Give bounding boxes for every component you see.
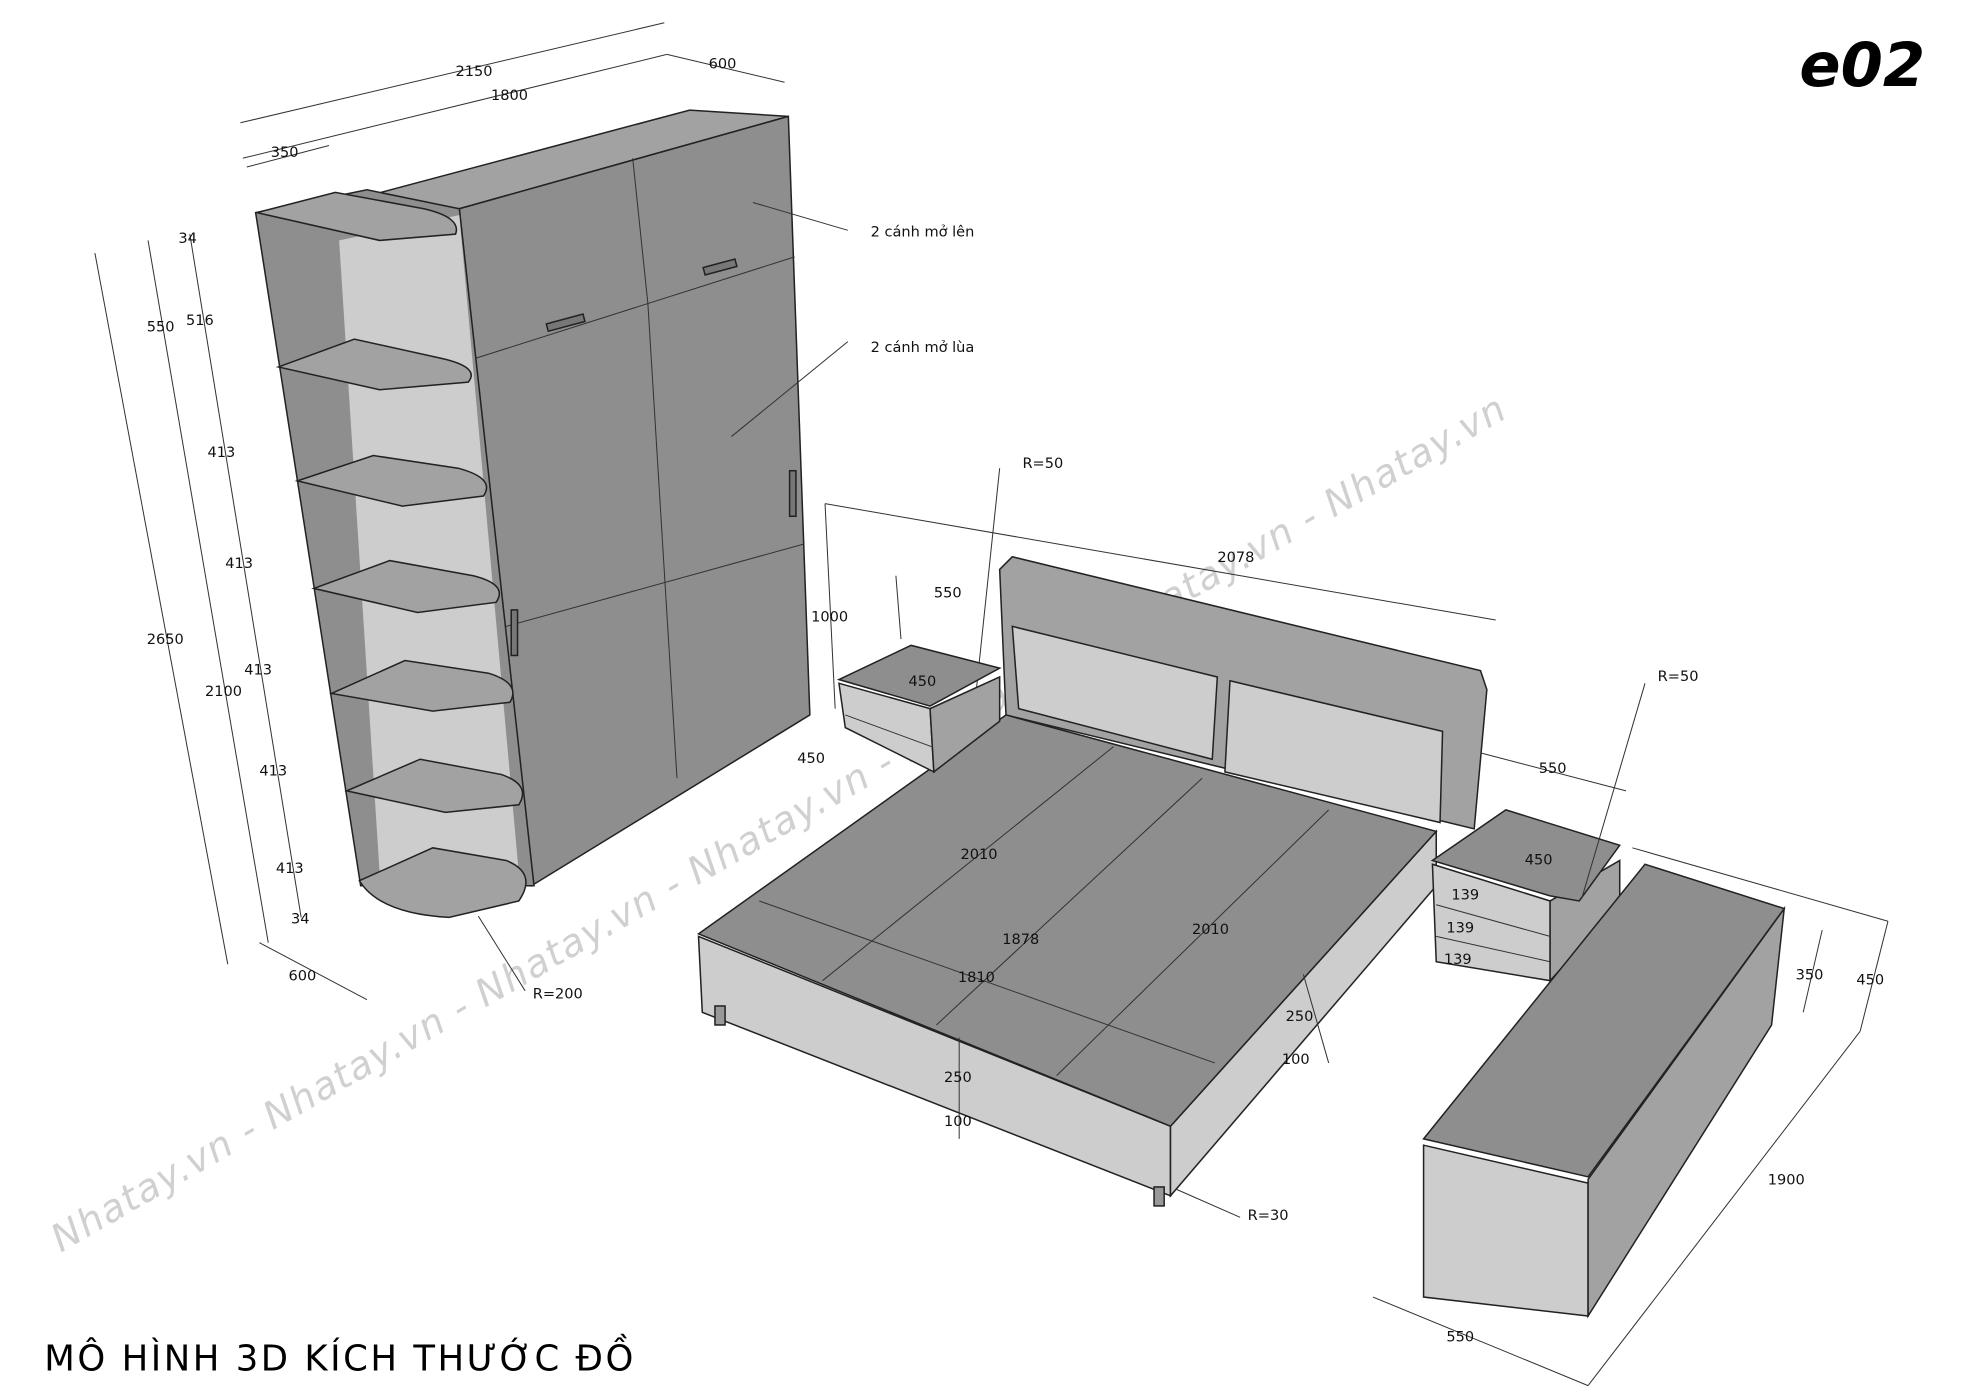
dim-top-inner: 516 <box>186 312 214 329</box>
dim-top-section: 550 <box>147 319 175 336</box>
dim-shelf-2: 413 <box>225 555 253 572</box>
dim-inner-width: 1878 <box>1002 931 1039 948</box>
dim-height-lower: 2100 <box>205 683 242 700</box>
dim-bench-width: 550 <box>1446 1328 1474 1345</box>
dim-bench-height: 450 <box>1856 971 1884 988</box>
dim-inner-len-left: 2010 <box>960 846 997 863</box>
dim-bottom-thickness: 34 <box>291 911 310 928</box>
dim-shelf-4: 413 <box>259 763 287 780</box>
bed: R=50 2078 1000 2010 1878 1810 2010 250 1… <box>696 455 1496 1224</box>
dim-nightstand-right-width: 550 <box>1539 760 1567 777</box>
dim-bench-length: 1900 <box>1768 1171 1805 1188</box>
dim-wardrobe-body-width: 1800 <box>491 87 528 104</box>
dim-nightstand-right-depth: 450 <box>1525 851 1553 868</box>
dim-wardrobe-depth-top: 600 <box>709 55 737 72</box>
dim-shelf-5: 413 <box>276 860 304 877</box>
note-headboard-radius: R=50 <box>1022 455 1063 472</box>
dim-height-total: 2650 <box>147 631 184 648</box>
dim-nightstand-left-width: 550 <box>934 584 962 601</box>
note-sliding-doors: 2 cánh mở lùa <box>871 339 975 356</box>
bench: 350 450 1900 550 <box>1372 847 1889 1387</box>
note-leg-radius: R=30 <box>1248 1207 1289 1224</box>
dim-leg-offset-f2: 100 <box>944 1113 972 1130</box>
dim-shelf-1: 413 <box>208 444 236 461</box>
note-top-doors: 2 cánh mở lên <box>871 224 975 241</box>
dim-top-thickness: 34 <box>178 230 197 247</box>
dim-nightstand-left-height: 450 <box>797 750 825 767</box>
nightstand-right: R=50 550 450 139 139 139 <box>1430 668 1699 983</box>
dim-leg-offset-r1: 250 <box>1286 1008 1314 1025</box>
dim-head-height: 1000 <box>811 608 848 625</box>
wardrobe: 2150 1800 600 350 34 550 516 413 413 413… <box>94 22 975 1002</box>
drawing-code: e02 <box>1799 31 1925 101</box>
dim-depth-bottom: 600 <box>289 968 317 985</box>
dim-leg-offset-r2: 100 <box>1282 1051 1310 1068</box>
note-shelf-radius: R=200 <box>533 985 583 1002</box>
dim-wardrobe-total-width: 2150 <box>456 63 493 80</box>
dim-nightstand-left-depth: 450 <box>909 673 937 690</box>
dim-drawer-2: 139 <box>1446 920 1474 937</box>
dim-shelf-width: 350 <box>271 144 299 161</box>
dim-drawer-1: 139 <box>1451 887 1479 904</box>
dim-slat-width: 1810 <box>958 969 995 986</box>
dim-drawer-3: 139 <box>1444 951 1472 968</box>
dim-inner-len-right: 2010 <box>1192 921 1229 938</box>
dim-leg-offset-f1: 250 <box>944 1069 972 1086</box>
dim-shelf-3: 413 <box>244 661 272 678</box>
dim-bed-width: 2078 <box>1217 549 1254 566</box>
nightstand-left: 550 450 450 <box>797 575 1002 774</box>
note-nightstand-radius: R=50 <box>1658 668 1699 685</box>
dim-bench-seat-height: 350 <box>1796 966 1824 983</box>
page-title: MÔ HÌNH 3D KÍCH THƯỚC ĐỒ <box>44 1333 636 1379</box>
